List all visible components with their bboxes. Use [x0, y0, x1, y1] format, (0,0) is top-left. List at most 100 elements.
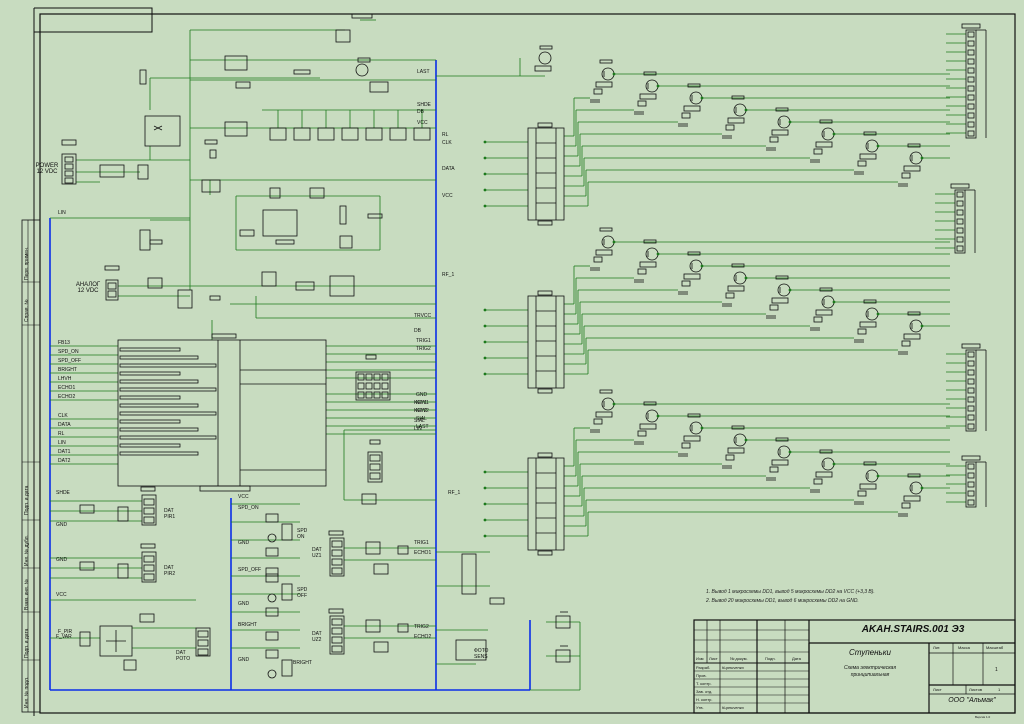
capacitor [901, 340, 911, 347]
connector-pin [967, 40, 975, 47]
connector-pin [143, 507, 155, 515]
connector-pin [967, 130, 975, 137]
mcu-pin-label: ЕСНО1 [58, 385, 76, 391]
junction-dot [483, 502, 487, 506]
net-label: VCC [56, 592, 67, 598]
filter-capacitor [269, 127, 287, 141]
junction-dot [483, 140, 487, 144]
designator-tag [819, 287, 833, 292]
resistor [595, 249, 613, 256]
capacitor [593, 88, 603, 95]
connector-pin [143, 498, 155, 506]
resistor [683, 435, 701, 442]
connector-pin [64, 170, 74, 177]
capacitor [681, 442, 691, 449]
bus-label: KEY1 [414, 400, 427, 406]
capacitor [339, 205, 347, 225]
connector-pin [369, 463, 381, 471]
bus-label: VCC [417, 120, 428, 126]
connector-pin [967, 490, 975, 497]
chip-footer [537, 388, 553, 394]
connector-pin [197, 648, 209, 656]
connector-pin [967, 103, 975, 110]
green-wiring [50, 19, 966, 691]
mcu-pin-label: TRIG1 [416, 338, 431, 344]
connector-pin [369, 472, 381, 480]
junction-dot [483, 172, 487, 176]
capacitor [857, 490, 867, 497]
connector-tag [61, 139, 77, 146]
junction-dot [483, 324, 487, 328]
bus-label: KEY2 [414, 408, 427, 414]
mcu-pin-label: DAT2 [58, 458, 71, 464]
driver-chip [527, 457, 565, 551]
junction-dot [700, 96, 704, 100]
bus-label: LAST [417, 69, 430, 75]
filter-capacitor [413, 127, 431, 141]
switch [281, 659, 293, 677]
capacitor [339, 235, 353, 249]
connector-pin [107, 282, 117, 290]
driver-chip [527, 295, 565, 389]
capacitor [725, 124, 735, 131]
mcu-pin-bar [119, 363, 217, 368]
capacitor [857, 328, 867, 335]
connector-tag [328, 530, 344, 536]
resistor [265, 607, 279, 617]
chip-header [537, 452, 553, 458]
resistor [489, 597, 505, 605]
mcu-pin-bar [119, 395, 181, 400]
connector-pin [373, 391, 381, 399]
uz-connector [329, 615, 345, 655]
bus-label: SIAL [414, 418, 425, 424]
net-label: LIN [58, 210, 66, 216]
net-label: GND [56, 557, 68, 563]
mcu-pin-bar [119, 411, 217, 416]
photo-sensor [99, 625, 133, 657]
diode2 [261, 271, 277, 287]
mcu-pin-bar [119, 403, 199, 408]
junction-dot [483, 470, 487, 474]
junction-dot [483, 534, 487, 538]
mcu-pin-bar [119, 355, 199, 360]
margin-label-2: Справ. № [24, 299, 30, 322]
connector-pin [197, 639, 209, 647]
capacitor [117, 506, 129, 522]
connector-pin [143, 516, 155, 524]
resistor [79, 504, 95, 514]
margin-label-4: Инв. № дубл. [24, 535, 30, 566]
junction-dot [744, 438, 748, 442]
transistor [538, 51, 552, 65]
mcu-pin-label: TRIG2 [416, 346, 431, 352]
mcu-pin-label: BRIGHT [58, 367, 77, 373]
dat-uz1-label: DAT UZ1 [312, 547, 322, 559]
connector-pin [956, 227, 964, 234]
doc-code: AKAH.STAIRS.001 Э3 [861, 624, 965, 635]
sign-header: Подп. [765, 656, 776, 661]
margin-label-6: Подп. и дата [24, 628, 30, 658]
driver-chip [527, 127, 565, 221]
mcu-pin-label: LIN [58, 440, 66, 446]
junction-dot [876, 474, 880, 478]
top-left-frame [33, 7, 153, 33]
junction-dots [483, 72, 924, 538]
margin-label-1: Перв. примен. [24, 246, 30, 280]
mcu-pin-bar [119, 371, 181, 376]
resistor [639, 261, 657, 268]
resistor [859, 153, 877, 160]
resistor [815, 471, 833, 478]
mcu-pin-bar [119, 419, 181, 424]
connector-pin [143, 564, 155, 572]
mcu-pin-bar [119, 443, 181, 448]
margin-label-3: Подп. и дата [24, 485, 30, 515]
connector-tag [104, 265, 120, 271]
junction-dot [483, 156, 487, 160]
margin-label-5: Взам. инв. № [24, 579, 30, 610]
connector-pin [197, 630, 209, 638]
spd-on-label: SPD ON [297, 528, 308, 540]
connector-pin [357, 373, 365, 381]
connector-pin [956, 191, 964, 198]
developer-name: Кирпиченко [722, 665, 744, 670]
dat-pir1-label: DAT PIR1 [164, 508, 176, 520]
connector-pin [967, 378, 975, 385]
